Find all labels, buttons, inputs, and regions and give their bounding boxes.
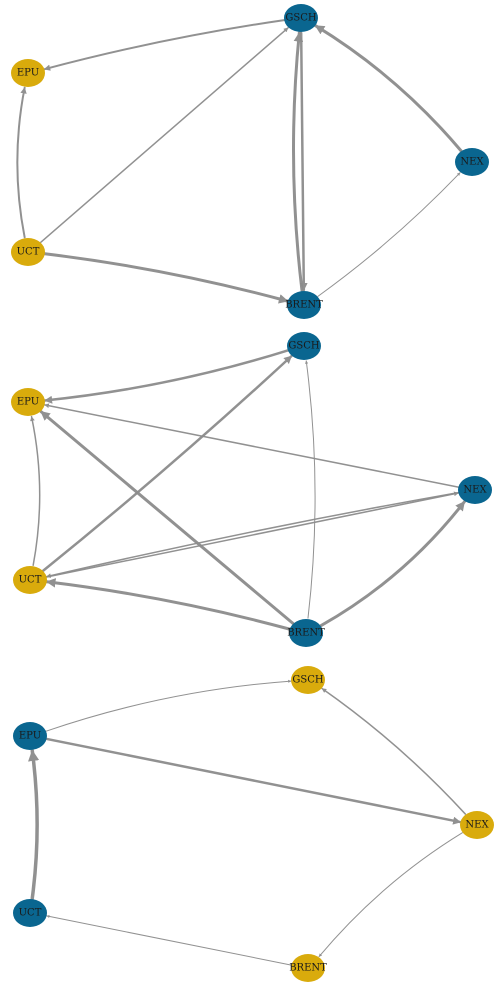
edge-nex-to-epu [43,403,460,488]
edge-brent-to-epu [39,410,295,625]
edge-nex-to-gsch [314,24,463,153]
node-nex-circle [455,148,489,176]
node-epu: EPU [11,388,45,416]
node-nex-label: NEX [463,485,487,496]
node-brent-circle [291,954,325,982]
node-brent: BRENT [287,619,325,647]
node-gsch-circle [287,332,321,360]
edge-brent-to-gsch [292,31,304,292]
node-brent-label: BRENT [289,963,327,974]
edge-brent-to-nex [317,172,461,297]
node-gsch-circle [284,4,318,32]
node-uct-circle [11,238,45,266]
edge-brent-to-gsch [305,360,316,619]
edge-uct-to-epu [30,415,41,567]
node-gsch-label: GSCH [285,13,316,24]
edge-brent-to-uct [46,914,292,966]
node-brent-label: BRENT [285,300,323,311]
node-nex: NEX [458,476,492,504]
node-nex-circle [460,811,494,839]
node-epu: EPU [13,722,47,750]
node-uct-circle [13,566,47,594]
edge-gsch-to-brent [299,31,308,292]
edge-uct-to-gsch [40,27,289,243]
network-panel-1: GSCH EPU NEX UCT BRENT [11,4,489,319]
edge-nex-to-brent [318,832,463,958]
node-uct-label: UCT [19,908,42,919]
edge-uct-to-gsch [42,354,293,572]
edge-uct-to-epu [28,749,40,900]
node-nex-label: NEX [460,157,484,168]
node-gsch-label: GSCH [288,341,319,352]
node-brent-circle [289,619,323,647]
edge-uct-to-brent [43,252,290,304]
network-panel-2: GSCH EPU NEX UCT BRENT [11,332,492,647]
node-brent-label: BRENT [287,628,325,639]
edge-epu-to-nex [45,737,462,825]
node-gsch: GSCH [287,332,321,360]
edge-uct-to-nex [45,491,460,578]
network-panel-3: GSCH EPU NEX UCT BRENT [13,666,494,982]
node-nex-label: NEX [465,820,489,831]
node-brent: BRENT [289,954,327,982]
node-nex: NEX [455,148,489,176]
node-gsch: GSCH [291,666,325,694]
node-uct: UCT [13,899,47,927]
node-epu-circle [11,59,45,87]
node-gsch-label: GSCH [292,675,323,686]
node-epu-label: EPU [17,68,39,79]
node-uct-label: UCT [17,247,40,258]
node-epu-label: EPU [17,397,39,408]
edge-brent-to-uct [45,578,292,631]
node-epu: EPU [11,59,45,87]
node-gsch: GSCH [284,4,318,32]
edge-gsch-to-epu [43,19,286,71]
node-uct: UCT [13,566,47,594]
node-gsch-circle [291,666,325,694]
node-epu-label: EPU [19,731,41,742]
node-brent-circle [287,291,321,319]
node-epu-circle [11,388,45,416]
node-nex-circle [458,476,492,504]
edge-nex-to-gsch [321,687,467,815]
edge-uct-to-epu [16,86,27,239]
node-uct: UCT [11,238,45,266]
edge-brent-to-nex [319,500,466,628]
node-epu-circle [13,722,47,750]
node-nex: NEX [460,811,494,839]
edge-gsch-to-epu [43,349,290,404]
node-brent: BRENT [285,291,323,319]
edge-nex-to-uct [45,491,460,579]
node-uct-circle [13,899,47,927]
node-uct-label: UCT [19,575,42,586]
edge-epu-to-gsch [45,679,292,732]
